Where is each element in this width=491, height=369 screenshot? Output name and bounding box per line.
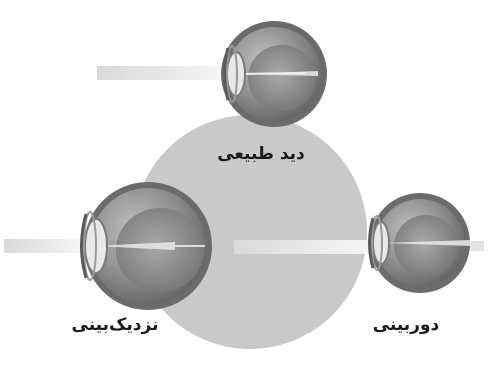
label-nearsightedness: نزدیک‌بینی xyxy=(48,317,182,334)
light-ray-far xyxy=(234,240,374,254)
eye-nearsighted-icon xyxy=(4,182,212,310)
label-normal-vision: دید طبیعی xyxy=(196,146,326,163)
eye-normal-icon xyxy=(97,21,327,127)
light-ray-normal xyxy=(97,66,232,80)
light-ray-near xyxy=(4,239,84,253)
label-farsightedness: دوربینی xyxy=(358,317,454,334)
